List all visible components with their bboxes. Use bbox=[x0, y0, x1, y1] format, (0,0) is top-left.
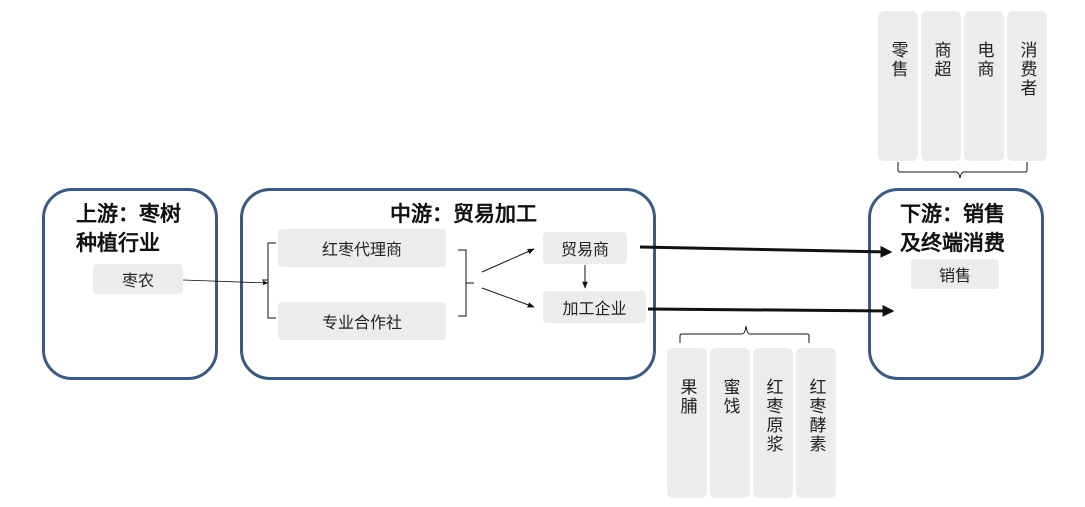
product-jujube-puree: 红枣原浆 bbox=[753, 348, 793, 498]
product-jujube-enzyme: 红枣酵素 bbox=[796, 348, 836, 498]
upstream-title-line1: 上游：枣树 bbox=[76, 201, 181, 226]
brace-channels bbox=[897, 162, 1028, 179]
upstream-title-line2: 种植行业 bbox=[76, 230, 160, 255]
sales-node: 销售 bbox=[911, 259, 999, 289]
arrow-processor-to-downstream bbox=[647, 304, 895, 317]
channel-consumer: 消费者 bbox=[1007, 11, 1047, 161]
channel-supermarket-label: 商超 bbox=[930, 41, 951, 79]
product-candied-fruit-label: 蜜饯 bbox=[719, 378, 740, 416]
brace-products bbox=[679, 325, 810, 343]
product-candied-fruit: 蜜饯 bbox=[710, 348, 750, 498]
channel-ecommerce-label: 电商 bbox=[973, 41, 994, 79]
product-jujube-puree-label: 红枣原浆 bbox=[762, 378, 783, 454]
agent-node: 红枣代理商 bbox=[278, 229, 446, 267]
downstream-title-line1: 下游：销售 bbox=[900, 201, 1005, 226]
downstream-title-line2: 及终端消费 bbox=[900, 230, 1005, 255]
channel-ecommerce: 电商 bbox=[964, 11, 1004, 161]
product-jujube-enzyme-label: 红枣酵素 bbox=[805, 378, 826, 454]
channel-retail: 零售 bbox=[878, 11, 918, 161]
cooperative-node: 专业合作社 bbox=[278, 302, 446, 340]
product-preserved-fruit-label: 果脯 bbox=[676, 378, 697, 416]
processor-node: 加工企业 bbox=[543, 291, 646, 323]
farmer-node: 枣农 bbox=[93, 264, 183, 294]
channel-consumer-label: 消费者 bbox=[1016, 41, 1037, 98]
arrow-trader-to-downstream bbox=[639, 245, 893, 258]
channel-supermarket: 商超 bbox=[921, 11, 961, 161]
midstream-title: 中游：贸易加工 bbox=[390, 201, 537, 226]
channel-retail-label: 零售 bbox=[887, 41, 908, 79]
product-preserved-fruit: 果脯 bbox=[667, 348, 707, 498]
trader-node: 贸易商 bbox=[543, 232, 627, 264]
